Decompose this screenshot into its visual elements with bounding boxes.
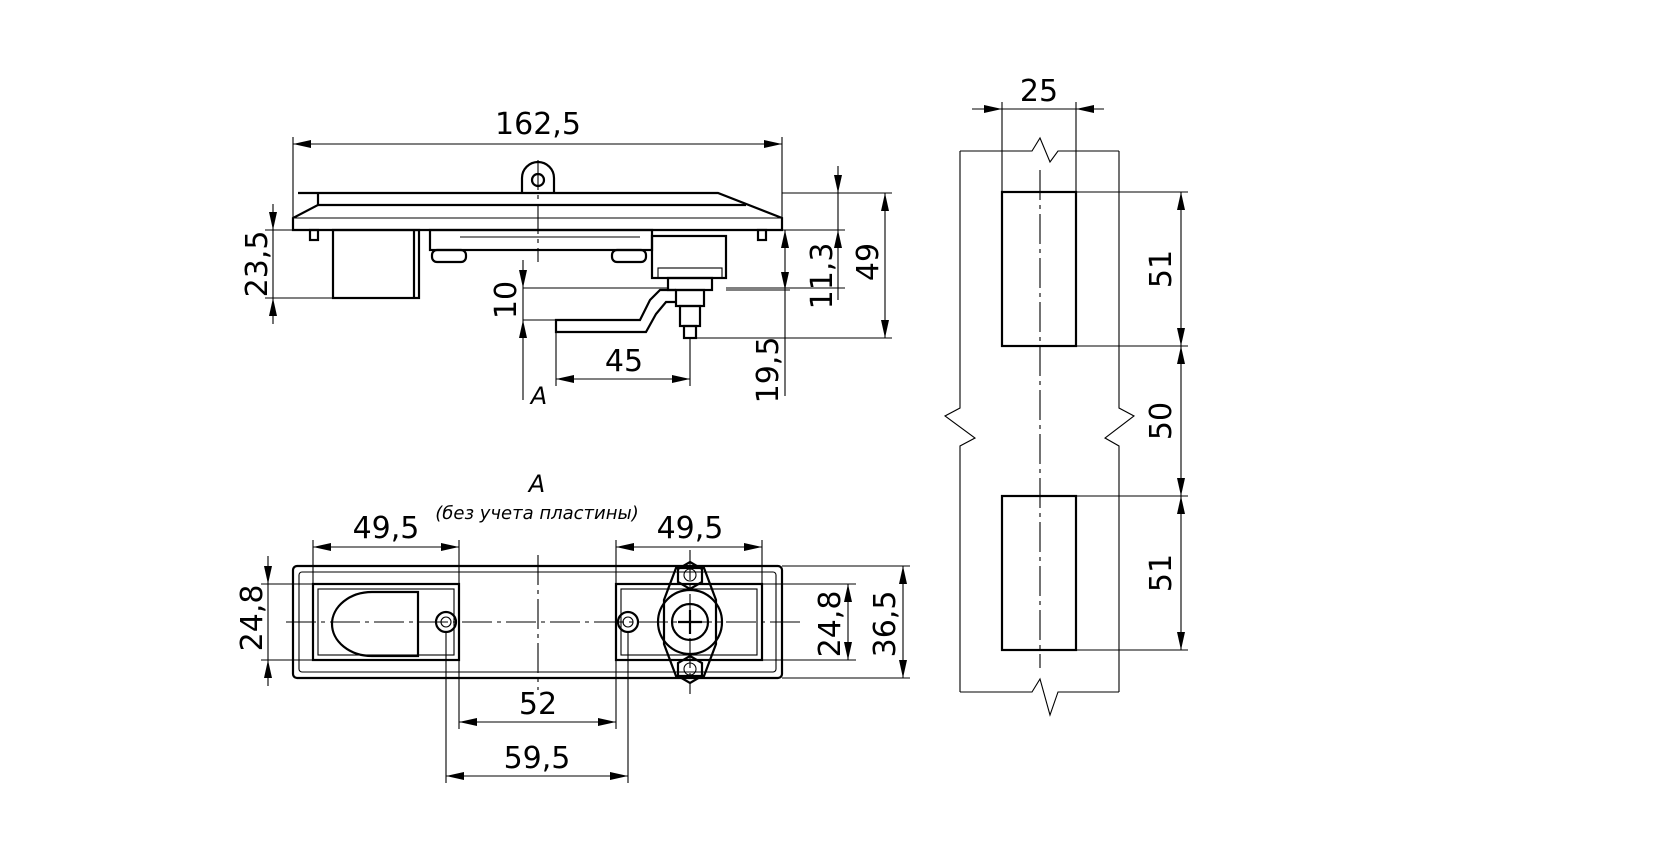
dim-spacing: 50 — [1144, 402, 1179, 440]
lock-stem — [674, 288, 706, 308]
arrow — [1177, 632, 1185, 650]
dim-outer-height: 36,5 — [868, 591, 903, 658]
left-screw — [430, 248, 468, 264]
arrow — [610, 772, 628, 780]
arrow — [446, 772, 464, 780]
dim-upper-block: 51 — [1144, 250, 1179, 288]
dim-10: 10 — [489, 281, 524, 319]
tab-right — [756, 228, 768, 242]
dim-height-right: 49 — [851, 243, 886, 281]
panel-right-break — [1104, 151, 1136, 692]
view-a: A (без учета пластины) — [235, 470, 910, 783]
panel-bottom-break — [960, 677, 1119, 717]
arrow — [672, 375, 690, 383]
lock-tip — [682, 324, 698, 340]
arrow — [881, 320, 889, 338]
view-a-title: A — [527, 470, 545, 498]
arrow — [834, 175, 842, 193]
arrow — [313, 543, 331, 551]
arrow — [441, 543, 459, 551]
lock-collar — [666, 276, 714, 292]
panel-top-break — [960, 136, 1119, 164]
arrow — [844, 584, 852, 602]
arrow — [459, 718, 477, 726]
lock-nut — [678, 304, 702, 328]
arrow — [899, 566, 907, 584]
view-a-note: (без учета пластины) — [435, 503, 638, 524]
lock-housing-base — [657, 267, 723, 279]
arrow — [764, 140, 782, 148]
arrow — [269, 212, 277, 230]
hinge-view: 25 51 50 51 — [943, 74, 1188, 717]
arrow — [293, 140, 311, 148]
dim-left-length: 49,5 — [353, 511, 420, 546]
dim-lower-block: 51 — [1144, 554, 1179, 592]
tab-left — [308, 228, 320, 242]
cam-body — [662, 566, 718, 678]
dim-inner-height-left: 24,8 — [235, 585, 270, 652]
arrow — [519, 270, 527, 288]
dim-height-left: 23,5 — [240, 231, 275, 298]
arrow — [844, 642, 852, 660]
arrow — [269, 298, 277, 316]
dim-inner-height-right: 24,8 — [813, 591, 848, 658]
arrow — [744, 543, 762, 551]
arrow — [781, 230, 789, 248]
arrow — [1177, 496, 1185, 514]
handle-shape — [330, 590, 420, 658]
arrow — [781, 272, 789, 290]
panel-left-break — [943, 151, 977, 692]
arrow — [1177, 478, 1185, 496]
arrow — [519, 320, 527, 338]
side-view: 162,5 23,5 49 11,3 10 A — [240, 107, 892, 410]
arrow — [264, 566, 272, 584]
arrow — [899, 660, 907, 678]
arrow — [1076, 105, 1094, 113]
dim-hinge-width: 25 — [1020, 74, 1058, 109]
cam-lever — [554, 288, 676, 334]
arrow — [598, 718, 616, 726]
arrow — [834, 230, 842, 248]
dim-gap: 52 — [519, 687, 557, 722]
arrow — [264, 660, 272, 678]
arrow — [881, 193, 889, 211]
arrow — [1177, 346, 1185, 364]
lower-hinge-block — [1000, 494, 1078, 652]
middle-channel — [428, 228, 654, 252]
arrow — [984, 105, 1002, 113]
dim-hole-spacing: 59,5 — [504, 741, 571, 776]
dim-19-5: 19,5 — [751, 337, 786, 404]
lock-housing — [650, 234, 728, 280]
left-block — [331, 228, 421, 300]
dim-overall-length: 162,5 — [495, 107, 581, 142]
upper-hinge-block — [1000, 190, 1078, 348]
dim-11-3: 11,3 — [805, 243, 840, 310]
arrow — [1177, 328, 1185, 346]
dim-45: 45 — [605, 344, 643, 379]
arrow — [616, 543, 634, 551]
arrow — [556, 375, 574, 383]
right-screw — [610, 248, 648, 264]
arrow — [1177, 192, 1185, 210]
dim-right-length: 49,5 — [657, 511, 724, 546]
view-arrow-label: A — [529, 382, 547, 410]
